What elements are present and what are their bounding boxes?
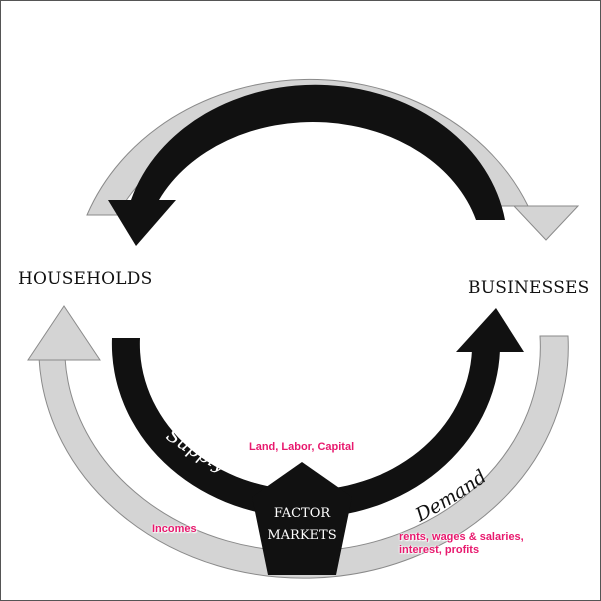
payments-label: rents, wages & salaries, interest, profi… (399, 531, 524, 557)
factor-markets-line1: FACTOR (273, 506, 331, 521)
top-gray-arrowhead (512, 205, 580, 241)
bottom-gray-arc (38, 335, 569, 579)
bottom-black-arc (111, 338, 500, 518)
households-label: HOUSEHOLDS (18, 269, 153, 289)
factor-markets-line2: MARKETS (267, 528, 337, 543)
factor-markets-pentagon (252, 462, 352, 575)
businesses-label: BUSINESSES (468, 278, 590, 298)
incomes-label: Incomes (152, 523, 197, 535)
bottom-black-arrowhead (456, 308, 524, 352)
payments-line2: interest, profits (399, 544, 480, 556)
top-black-arc (131, 84, 505, 221)
top-black-arrowhead (108, 200, 176, 246)
payments-line1: rents, wages & salaries, (399, 531, 524, 543)
factor-markets-label: FACTOR MARKETS (247, 503, 357, 547)
bottom-gray-arrowhead (27, 305, 101, 361)
land-labor-capital-label: Land, Labor, Capital (249, 441, 355, 453)
